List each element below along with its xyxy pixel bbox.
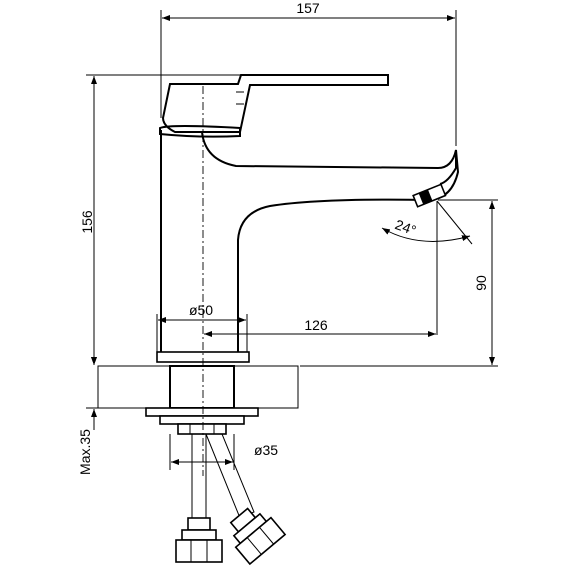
spout — [201, 131, 460, 358]
dim-overall-height: 156 — [79, 74, 386, 365]
spout-height-label: 90 — [473, 275, 489, 291]
hose-diameter-label: ø35 — [254, 442, 278, 458]
dim-spout-height: 90 — [300, 199, 498, 367]
aerator — [412, 183, 447, 208]
lever-handle — [161, 74, 389, 133]
dim-angle: 24° — [381, 200, 473, 335]
dim-hose-diameter: ø35 — [169, 434, 278, 470]
spout-reach-label: 126 — [304, 317, 328, 333]
dim-body-diameter: ø50 — [156, 302, 248, 352]
dim-overall-width: 157 — [160, 0, 457, 146]
angle-label: 24° — [393, 216, 418, 238]
flexible-hoses — [175, 433, 287, 566]
overall-height-label: 156 — [79, 210, 95, 234]
body-diameter-label: ø50 — [189, 302, 213, 318]
dim-spout-reach: 126 — [204, 317, 436, 337]
max-thickness-label: Max.35 — [77, 429, 93, 475]
overall-width-label: 157 — [296, 0, 320, 16]
dim-max-thickness: Max.35 — [77, 340, 146, 475]
countertop-section — [97, 365, 299, 435]
cartridge-cap — [159, 125, 241, 138]
